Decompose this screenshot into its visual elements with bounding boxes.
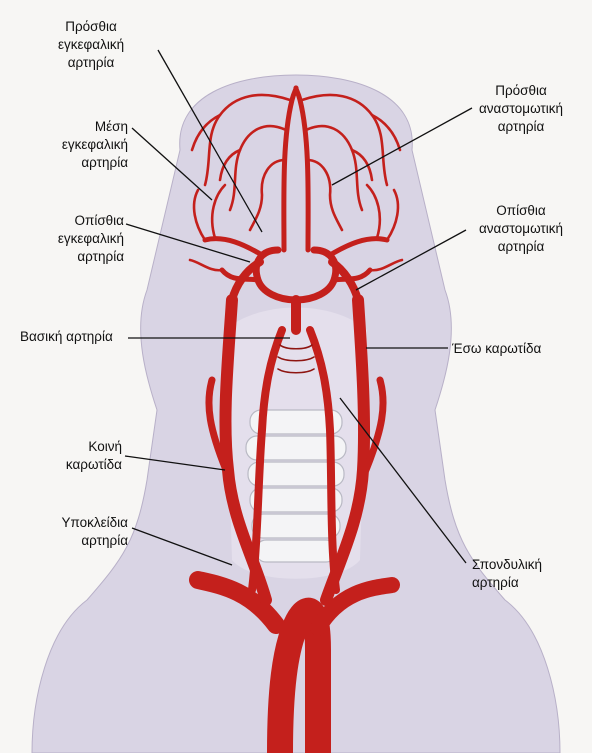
label-posterior-communicating-artery: Οπίσθια αναστομωτική αρτηρία xyxy=(466,202,576,256)
label-subclavian-artery: Υποκλείδια αρτηρία xyxy=(32,514,128,550)
label-vertebral-artery: Σπονδυλική αρτηρία xyxy=(472,556,542,592)
label-internal-carotid: Έσω καρωτίδα xyxy=(452,340,541,358)
label-basilar-artery: Βασική αρτηρία xyxy=(20,328,113,346)
label-common-carotid: Κοινή καρωτίδα xyxy=(40,438,122,474)
label-middle-cerebral-artery: Μέση εγκεφαλική αρτηρία xyxy=(40,118,128,172)
label-anterior-communicating-artery: Πρόσθια αναστομωτική αρτηρία xyxy=(466,82,576,136)
label-anterior-cerebral-artery: Πρόσθια εγκεφαλική αρτηρία xyxy=(58,18,124,72)
label-posterior-cerebral-artery: Οπίσθια εγκεφαλική αρτηρία xyxy=(38,212,124,266)
